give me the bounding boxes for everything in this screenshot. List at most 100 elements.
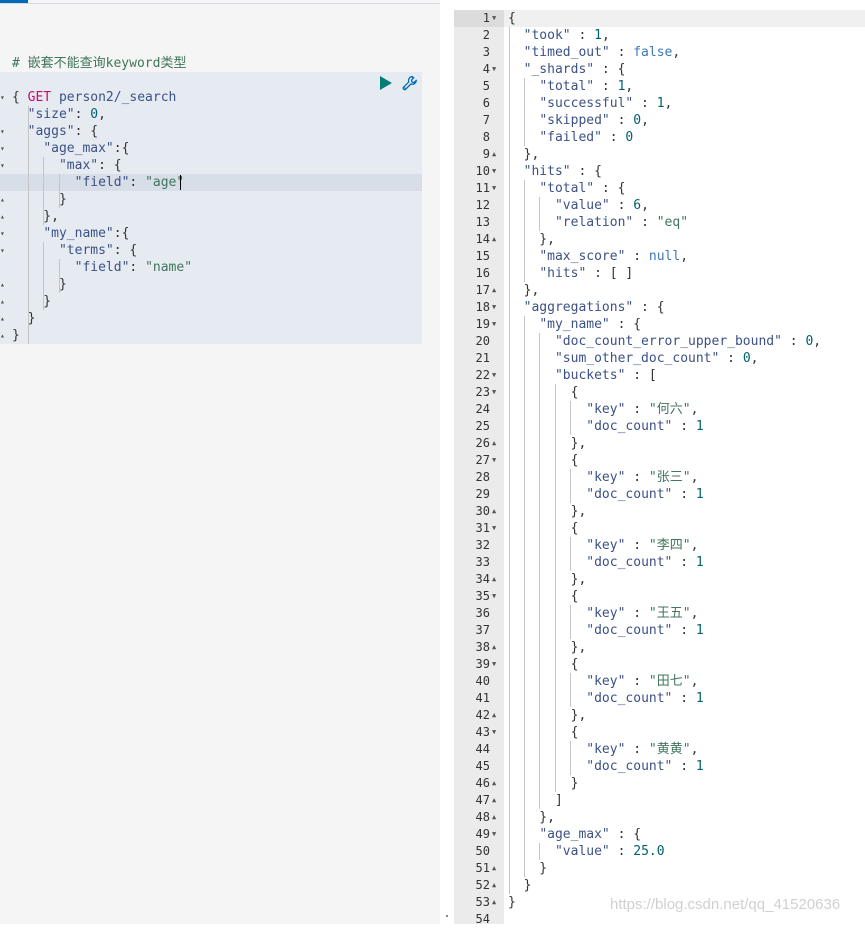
request-code-line[interactable]: { [12,90,20,105]
response-code-line[interactable]: } [508,861,548,876]
fold-toggle[interactable]: ▲ [492,286,497,294]
fold-toggle[interactable]: ▾ [0,127,5,136]
fold-toggle[interactable]: ▾ [0,229,5,238]
actions-menu-button[interactable] [402,75,418,91]
response-code-line[interactable]: "key" : "王五", [586,606,699,621]
request-code-line[interactable]: "field": "name" [74,260,193,275]
fold-toggle[interactable]: ▼ [492,830,497,838]
response-code-line[interactable]: "_shards" : { [523,62,626,77]
request-code-line[interactable]: } [12,277,67,292]
response-code-line[interactable]: "successful" : 1, [539,96,673,111]
request-code-line[interactable]: "field": "age" [74,175,185,190]
fold-toggle[interactable]: ▲ [492,881,497,889]
response-code-line[interactable]: ] [508,793,563,808]
request-code-line[interactable]: "terms": { [58,243,138,258]
response-code-line[interactable]: }, [508,640,587,655]
response-code-line[interactable]: "doc_count" : 1 [586,419,704,434]
fold-toggle[interactable]: ▼ [492,303,497,311]
response-code-line[interactable]: "total" : 1, [539,79,634,94]
response-code-line[interactable]: { [508,453,579,468]
fold-toggle[interactable]: ▼ [492,14,497,22]
response-code-line[interactable]: "buckets" : [ [554,368,657,383]
response-code-line[interactable]: "took" : 1, [523,28,610,43]
fold-toggle[interactable]: ▴ [0,331,5,340]
response-code-line[interactable]: }, [508,283,540,298]
response-code-line[interactable]: "key" : "黄黄", [586,742,699,757]
fold-toggle[interactable]: ▲ [492,711,497,719]
fold-toggle[interactable]: ▲ [492,439,497,447]
fold-toggle[interactable]: ▼ [492,167,497,175]
response-code-line[interactable]: "doc_count" : 1 [586,759,704,774]
request-line[interactable]: GET person2/_search [12,72,177,105]
fold-toggle[interactable]: ▴ [0,212,5,221]
response-code-line[interactable]: "aggregations" : { [523,300,665,315]
response-code-line[interactable]: }, [508,147,540,162]
fold-toggle[interactable]: ▼ [492,65,497,73]
request-code-line[interactable]: "age_max":{ [43,141,130,156]
response-code-line[interactable]: }, [508,232,555,247]
request-code-line[interactable]: }, [12,209,59,224]
response-code-line[interactable]: "hits" : [ ] [539,266,634,281]
response-code-line[interactable]: { [508,521,579,536]
request-code-line[interactable]: "max": { [58,158,122,173]
fold-toggle[interactable]: ▲ [492,779,497,787]
response-code-line[interactable]: "doc_count" : 1 [586,487,704,502]
response-code-line[interactable]: "age_max" : { [539,827,642,842]
fold-toggle[interactable]: ▲ [492,575,497,583]
response-code-line[interactable]: "doc_count" : 1 [586,623,704,638]
response-code-line[interactable]: }, [508,504,587,519]
response-code-line[interactable]: { [508,589,579,604]
request-code-line[interactable]: } [12,328,20,343]
request-code-line[interactable]: "aggs": { [27,124,99,139]
response-pane[interactable] [454,0,865,924]
response-code-line[interactable]: "max_score" : null, [539,249,689,264]
response-code-line[interactable]: }, [508,436,587,451]
response-code-line[interactable]: } [508,776,579,791]
fold-toggle[interactable]: ▴ [0,280,5,289]
fold-toggle[interactable]: ▼ [492,388,497,396]
response-code-line[interactable]: "key" : "李四", [586,538,699,553]
response-code-line[interactable]: "my_name" : { [539,317,642,332]
fold-toggle[interactable]: ▲ [492,864,497,872]
pane-resize-handle[interactable] [446,915,448,917]
fold-toggle[interactable]: ▼ [492,660,497,668]
fold-toggle[interactable]: ▲ [492,643,497,651]
fold-toggle[interactable]: ▾ [0,93,5,102]
response-code-line[interactable]: { [508,11,516,26]
response-code-line[interactable]: "timed_out" : false, [523,45,681,60]
response-code-line[interactable]: } [508,895,516,910]
fold-toggle[interactable]: ▾ [0,144,5,153]
request-code-line[interactable]: } [12,294,52,309]
fold-toggle[interactable]: ▼ [492,592,497,600]
fold-toggle[interactable]: ▼ [492,371,497,379]
response-code-line[interactable]: { [508,657,579,672]
response-code-line[interactable]: "relation" : "eq" [554,215,689,230]
request-block[interactable] [0,72,422,344]
send-request-button[interactable] [378,76,392,90]
request-code-line[interactable]: } [12,311,36,326]
fold-toggle[interactable]: ▲ [492,898,497,906]
fold-toggle[interactable]: ▼ [492,456,497,464]
response-code-line[interactable]: }, [508,572,587,587]
response-code-line[interactable]: "key" : "何六", [586,402,699,417]
response-code-line[interactable]: } [508,878,532,893]
response-code-line[interactable]: "doc_count" : 1 [586,555,704,570]
fold-toggle[interactable]: ▲ [492,813,497,821]
response-code-line[interactable]: }, [508,708,587,723]
fold-toggle[interactable]: ▴ [0,314,5,323]
fold-toggle[interactable]: ▲ [492,507,497,515]
response-code-line[interactable]: "doc_count_error_upper_bound" : 0, [554,334,822,349]
response-code-line[interactable]: { [508,385,579,400]
request-code-line[interactable]: } [12,192,67,207]
fold-toggle[interactable]: ▼ [492,320,497,328]
request-code-line[interactable]: "size": 0, [27,107,106,122]
response-code-line[interactable]: "key" : "张三", [586,470,699,485]
fold-toggle[interactable]: ▴ [0,297,5,306]
response-code-line[interactable]: "value" : 25.0 [554,844,665,859]
fold-toggle[interactable]: ▲ [492,150,497,158]
response-code-line[interactable]: "key" : "田七", [586,674,699,689]
response-code-line[interactable]: "hits" : { [523,164,602,179]
request-code-line[interactable]: "my_name":{ [43,226,130,241]
fold-toggle[interactable]: ▲ [492,235,497,243]
fold-toggle[interactable]: ▾ [0,246,5,255]
